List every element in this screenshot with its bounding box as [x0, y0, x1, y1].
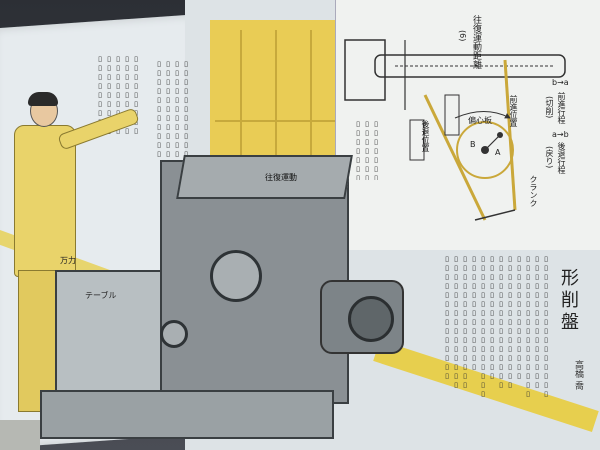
label-angle-b: B	[470, 140, 476, 149]
door-panel-line	[240, 30, 242, 260]
label-cut-stroke: 前進行程	[557, 92, 566, 124]
door-panel-line	[275, 30, 277, 260]
door-panel-line	[215, 120, 340, 122]
machine-label-vise: 万力	[60, 256, 76, 265]
left-page-text: ▯▯▯▯▯▯▯▯▯▯ ▯▯▯▯▯▯▯▯▯▯ ▯▯▯▯▯▯▯▯▯ ▯▯▯▯▯▯▯▯…	[96, 55, 140, 135]
machine-gear	[160, 320, 188, 348]
machine-label-table: テーブル	[85, 291, 117, 300]
diagram-title-sub: (6)	[458, 30, 467, 42]
corner-stamp	[0, 420, 40, 450]
label-return-stroke-sub: (戻り)	[545, 146, 554, 169]
label-cut-stroke-sub: (切削)	[545, 96, 554, 119]
mechanism-diagram-panel	[335, 0, 600, 250]
mechanism-diagram	[344, 39, 566, 221]
label-crank: クランク	[529, 175, 538, 207]
article-heading: 形削盤	[558, 268, 579, 334]
right-page-text: ▯▯▯▯▯▯▯▯▯▯▯▯▯▯▯▯ ▯▯▯▯▯▯▯▯▯▯▯▯▯▯▯ ▯▯▯▯▯▯▯…	[443, 255, 550, 399]
machine-label-top: 往復運動	[265, 173, 297, 182]
label-forward-position: 前進位置	[509, 95, 518, 127]
worker-hair	[28, 92, 58, 106]
door-panel-line	[310, 30, 312, 260]
label-b-a: b→a	[552, 78, 569, 87]
label-a-b: a→b	[552, 130, 569, 139]
label-angle-a: A	[495, 148, 501, 157]
label-return-position: 後退位置	[421, 120, 430, 152]
machine-base	[40, 390, 334, 439]
article-author: 高橋 喬	[573, 360, 583, 390]
label-return-stroke: 後退行程	[557, 142, 566, 174]
left-page-text: ▯▯▯▯▯▯▯▯▯▯▯▯▯▯ ▯▯▯▯▯▯▯▯▯▯▯▯▯ ▯▯▯▯▯▯▯▯▯▯▯…	[155, 60, 190, 180]
machine-gear	[210, 250, 262, 302]
diagram-title: 往復運動距離	[471, 15, 481, 69]
caption-text: ▯▯▯▯▯▯▯▯ ▯▯▯▯▯▯▯▯ ▯▯▯▯▯▯▯	[354, 120, 380, 180]
label-eccentric: 偏心板	[468, 116, 492, 125]
motor-pulley	[348, 296, 394, 342]
